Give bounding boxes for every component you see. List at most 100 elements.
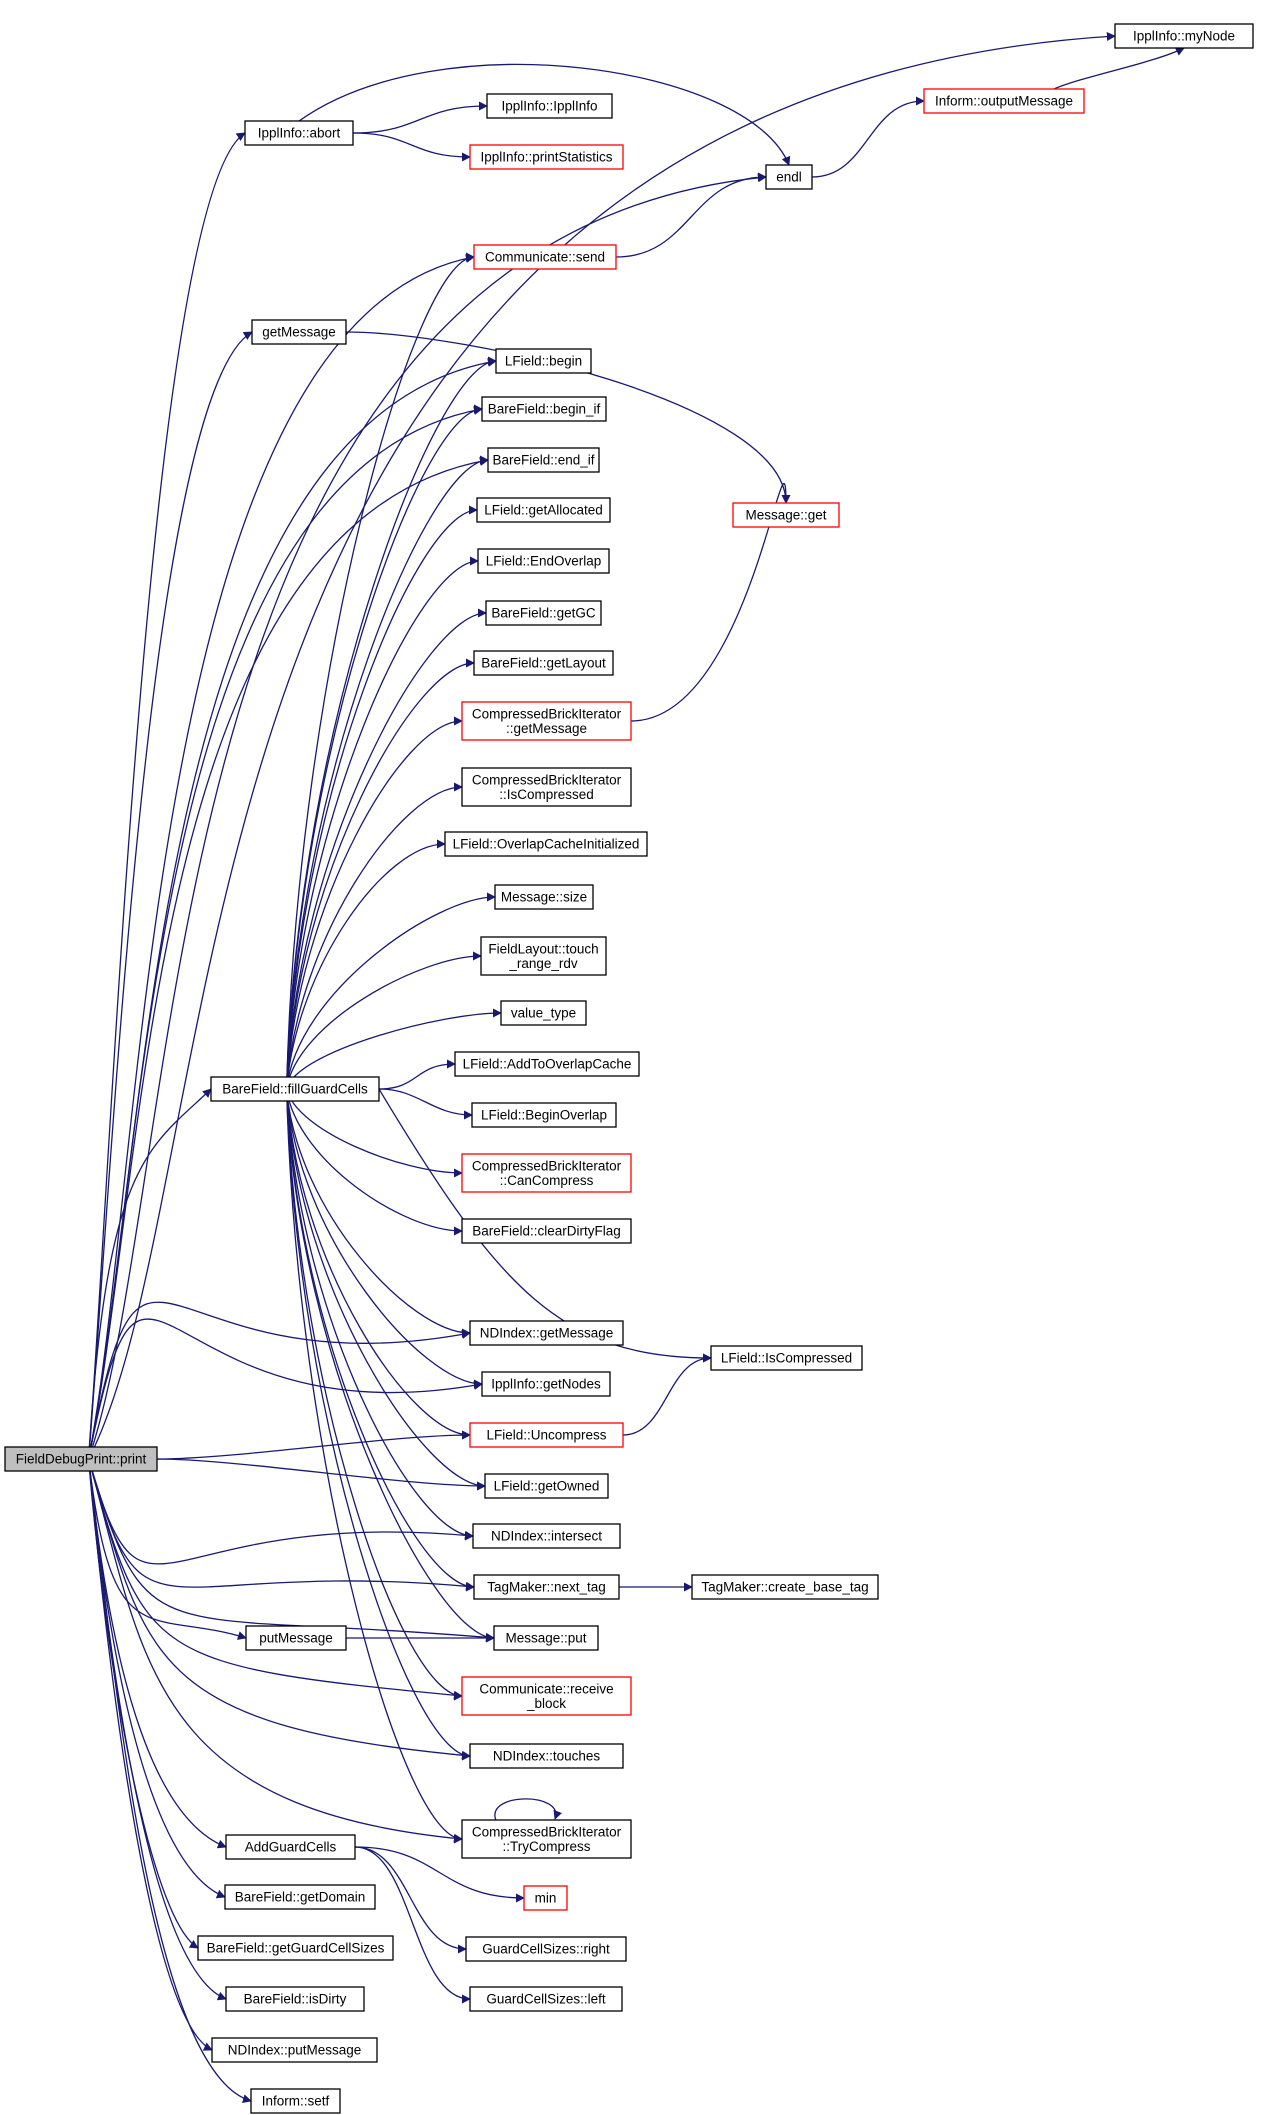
graph-node[interactable]: LField::EndOverlap: [477, 548, 610, 574]
call-edge: [87, 1458, 227, 2001]
call-edge: [87, 1458, 199, 1949]
node-label: _range_rdv: [508, 956, 578, 971]
graph-node[interactable]: GuardCellSizes::right: [465, 1936, 627, 1962]
call-edge: [285, 839, 446, 1090]
node-label: Message::put: [505, 1631, 586, 1646]
graph-node[interactable]: value_type: [500, 1000, 587, 1026]
graph-node[interactable]: TagMaker::next_tag: [473, 1574, 620, 1600]
graph-node[interactable]: NDIndex::getMessage: [469, 1320, 624, 1346]
graph-node[interactable]: Message::get: [732, 502, 840, 528]
graph-node[interactable]: BareField::begin_if: [481, 396, 607, 422]
graph-node[interactable]: LField::getOwned: [484, 1473, 609, 1499]
graph-node[interactable]: getMessage: [251, 319, 347, 345]
node-label: IpplInfo::myNode: [1133, 29, 1235, 44]
graph-node[interactable]: GuardCellSizes::left: [469, 1986, 623, 2012]
node-label: LField::Uncompress: [486, 1428, 606, 1443]
node-box: [210, 1076, 380, 1102]
nodes-layer: FieldDebugPrint::printIpplInfo::abortIpp…: [4, 23, 1254, 2114]
node-box: [197, 1935, 394, 1961]
call-edge: [87, 1458, 226, 1899]
call-edge: [87, 1458, 495, 1642]
node-box: [486, 93, 613, 119]
graph-node[interactable]: Message::size: [494, 884, 594, 910]
graph-node[interactable]: CompressedBrickIterator::getMessage: [461, 701, 632, 741]
graph-node[interactable]: FieldLayout::touch_range_rdv: [480, 936, 607, 976]
graph-node[interactable]: BareField::clearDirtyFlag: [461, 1218, 632, 1244]
node-box: [481, 1371, 611, 1397]
graph-node[interactable]: IpplInfo::printStatistics: [469, 144, 624, 170]
node-box: [465, 1936, 627, 1962]
node-label: BareField::getGC: [491, 606, 596, 621]
graph-node[interactable]: BareField::getGuardCellSizes: [197, 1935, 394, 1961]
graph-node[interactable]: BareField::fillGuardCells: [210, 1076, 380, 1102]
graph-node[interactable]: endl: [765, 164, 813, 190]
graph-node[interactable]: NDIndex::intersect: [472, 1523, 621, 1549]
node-box: [461, 1218, 632, 1244]
node-label: LField::EndOverlap: [486, 554, 602, 569]
node-box: [469, 1986, 623, 2012]
node-box: [473, 1574, 620, 1600]
node-label: BareField::end_if: [492, 453, 594, 468]
graph-node[interactable]: NDIndex::touches: [469, 1743, 624, 1769]
node-label: BareField::begin_if: [488, 402, 601, 417]
graph-node[interactable]: BareField::end_if: [487, 447, 600, 473]
node-label: getMessage: [262, 325, 336, 340]
node-label: CompressedBrickIterator: [472, 1824, 622, 1839]
graph-node[interactable]: LField::OverlapCacheInitialized: [444, 831, 648, 857]
graph-node[interactable]: LField::AddToOverlapCache: [454, 1051, 640, 1077]
graph-node[interactable]: LField::getAllocated: [476, 497, 611, 523]
edges-layer: [87, 32, 1185, 2104]
node-box: [225, 1986, 365, 2012]
graph-node[interactable]: IpplInfo::IpplInfo: [486, 93, 613, 119]
graph-node[interactable]: LField::BeginOverlap: [471, 1102, 617, 1128]
call-edge: [298, 63, 791, 166]
graph-node[interactable]: LField::Uncompress: [469, 1422, 624, 1448]
node-label: NDIndex::touches: [493, 1749, 601, 1764]
graph-node[interactable]: min: [523, 1885, 568, 1911]
graph-node[interactable]: IpplInfo::getNodes: [481, 1371, 611, 1397]
graph-node[interactable]: Communicate::receive_block: [461, 1676, 632, 1716]
call-edge: [87, 1458, 475, 1591]
call-edge: [87, 1458, 463, 1843]
graph-node[interactable]: AddGuardCells: [225, 1834, 356, 1860]
graph-node[interactable]: BareField::isDirty: [225, 1986, 365, 2012]
node-label: Message::get: [745, 508, 826, 523]
node-box: [211, 2037, 378, 2063]
call-edge: [87, 357, 497, 1460]
call-edge: [285, 1088, 471, 1338]
graph-node[interactable]: BareField::getLayout: [473, 650, 614, 676]
call-edge: [285, 1088, 471, 1440]
graph-node[interactable]: LField::begin: [495, 348, 592, 374]
graph-node[interactable]: CompressedBrickIterator::CanCompress: [461, 1153, 632, 1193]
graph-node[interactable]: CompressedBrickIterator::TryCompress: [461, 1819, 632, 1859]
graph-node[interactable]: CompressedBrickIterator::IsCompressed: [461, 767, 632, 807]
call-edge: [87, 456, 489, 1460]
graph-node[interactable]: NDIndex::putMessage: [211, 2037, 378, 2063]
graph-node[interactable]: LField::IsCompressed: [710, 1345, 863, 1371]
node-box: [469, 1320, 624, 1346]
node-label: LField::BeginOverlap: [481, 1108, 607, 1123]
node-box: [251, 319, 347, 345]
call-edge: [87, 1458, 474, 1565]
graph-node[interactable]: TagMaker::create_base_tag: [691, 1574, 879, 1600]
graph-node[interactable]: FieldDebugPrint::print: [4, 1446, 158, 1472]
node-label: NDIndex::getMessage: [480, 1326, 614, 1341]
call-edge: [156, 1458, 486, 1491]
call-edge: [87, 1458, 463, 1700]
node-label: ::CanCompress: [500, 1173, 594, 1188]
graph-node[interactable]: Inform::setf: [250, 2088, 341, 2114]
graph-node[interactable]: IpplInfo::abort: [244, 120, 354, 146]
call-edge: [285, 1088, 463, 1236]
graph-node[interactable]: Communicate::send: [473, 244, 617, 270]
graph-node[interactable]: BareField::getDomain: [224, 1884, 376, 1910]
graph-node[interactable]: IpplInfo::myNode: [1114, 23, 1254, 49]
graph-node[interactable]: putMessage: [245, 1625, 347, 1651]
node-label: endl: [776, 170, 802, 185]
graph-node[interactable]: Inform::outputMessage: [923, 88, 1085, 114]
graph-node[interactable]: Message::put: [493, 1625, 599, 1651]
node-box: [469, 1743, 624, 1769]
graph-node[interactable]: BareField::getGC: [485, 600, 602, 626]
call-edge: [285, 556, 479, 1090]
call-edge: [285, 782, 463, 1090]
